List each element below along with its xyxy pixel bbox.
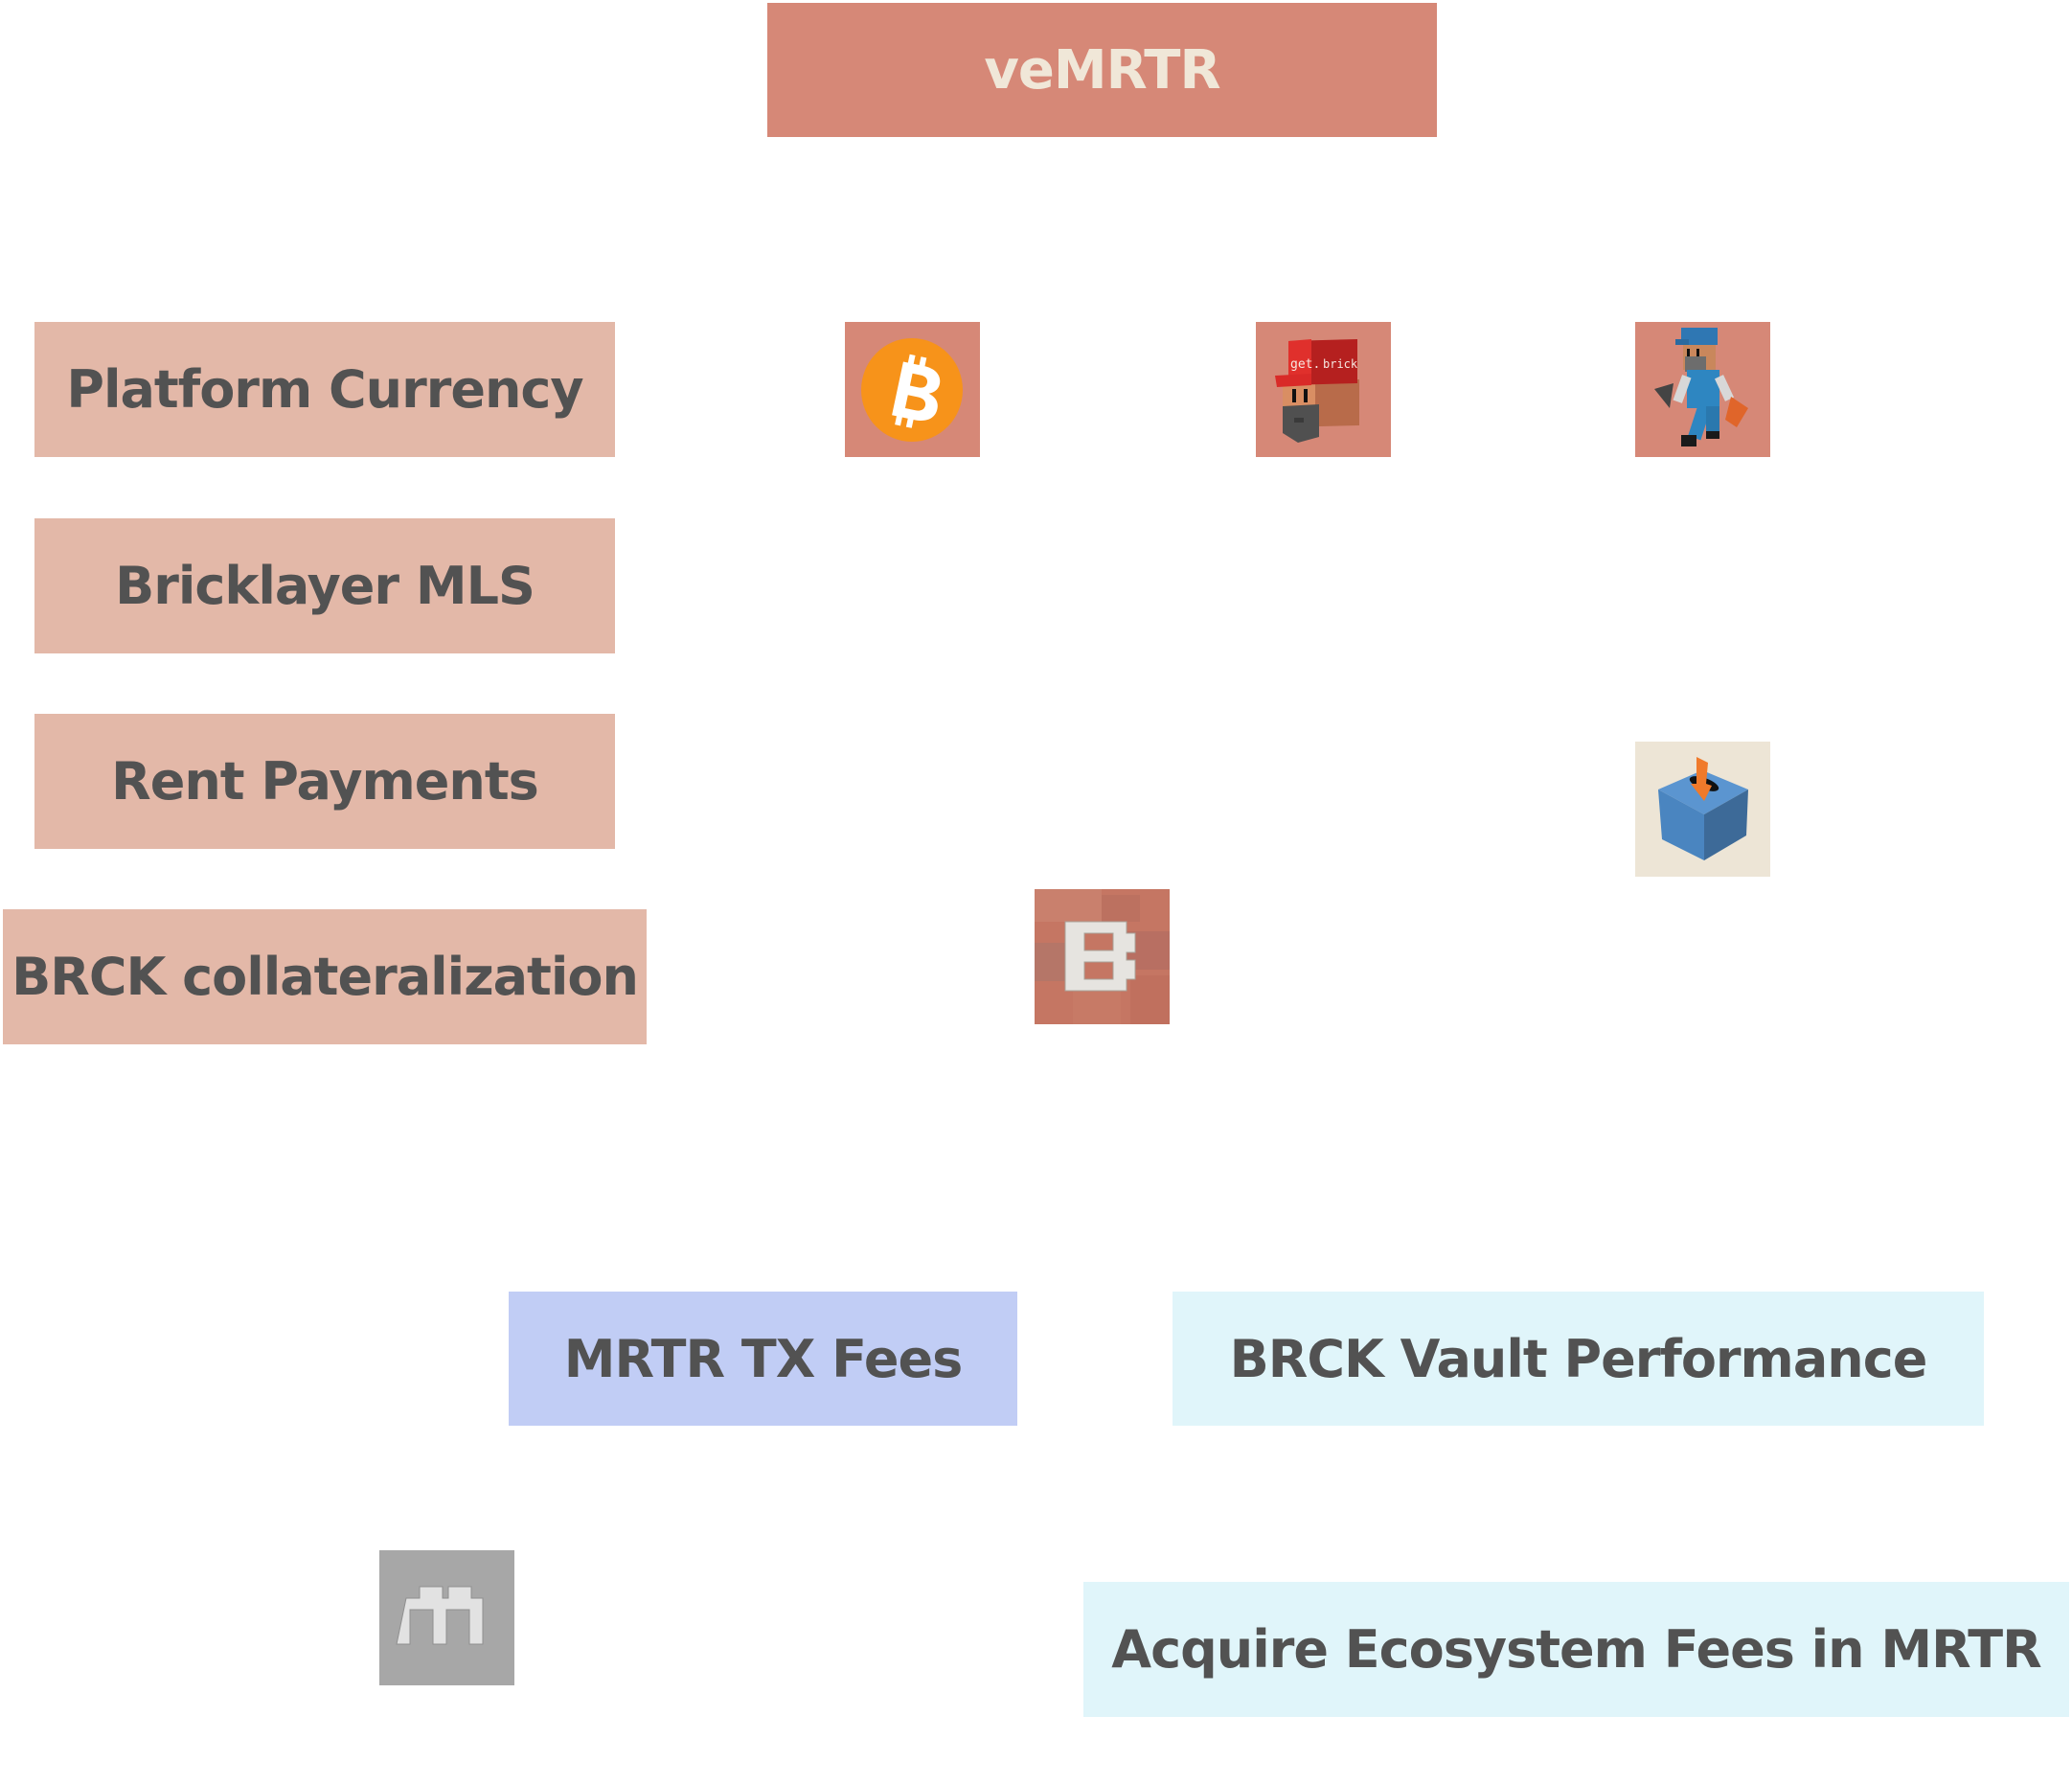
use-case-platform-currency: Platform Currency [34, 322, 615, 457]
outcome-acquire-ecosystem-fees: Acquire Ecosystem Fees in MRTR [1083, 1582, 2069, 1717]
cap-text-get: get. [1290, 357, 1320, 372]
use-case-bricklayer-mls: Bricklayer MLS [34, 518, 615, 653]
bricklayer-worker-icon [1635, 322, 1770, 457]
ballot-box-icon [1635, 742, 1770, 877]
brck-token-icon [1035, 889, 1170, 1024]
fee-source-brck-vault-performance: BRCK Vault Performance [1173, 1292, 1984, 1426]
getbrick-mascot-icon: get. brick [1256, 322, 1391, 457]
cap-text-brick: brick [1323, 357, 1358, 371]
bitcoin-icon [845, 322, 980, 457]
use-case-brck-collateralization: BRCK collateralization [3, 909, 647, 1044]
use-case-rent-payments: Rent Payments [34, 714, 615, 849]
fee-source-mrtr-tx-fees: MRTR TX Fees [509, 1292, 1017, 1426]
mrtr-token-icon [379, 1550, 514, 1685]
vemrtr-title: veMRTR [767, 3, 1437, 137]
